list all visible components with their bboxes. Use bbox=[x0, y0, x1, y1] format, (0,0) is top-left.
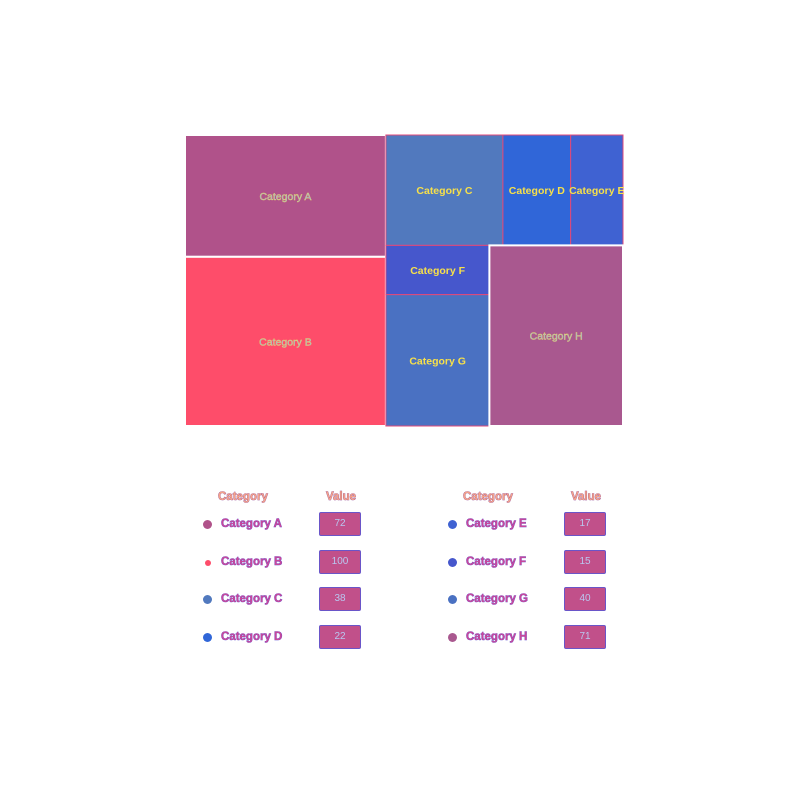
tile-label-category-h: Category H bbox=[530, 331, 583, 343]
tile-category-f bbox=[385, 244, 490, 296]
legend-table-left: Category Value Category A 72 Category B … bbox=[196, 485, 386, 659]
tile-label-category-b: Category B bbox=[259, 336, 312, 348]
legend-value-category-d: 22 bbox=[319, 624, 361, 649]
legend-header-category: Category bbox=[218, 491, 268, 504]
legend-value-category-e: 17 bbox=[564, 512, 606, 536]
legend-label-category-d: Category D bbox=[221, 630, 283, 643]
legend-value-category-f: 15 bbox=[564, 549, 606, 574]
legend-swatch-category-c bbox=[203, 595, 212, 604]
tile-label-category-c: Category C bbox=[416, 185, 472, 197]
legend-label-category-b: Category B bbox=[221, 555, 283, 568]
legend-value-category-h: 71 bbox=[564, 624, 606, 649]
legend-label-category-h: Category H bbox=[466, 630, 528, 643]
tile-label-category-e: Category E bbox=[569, 185, 624, 197]
legend-label-category-a: Category A bbox=[221, 518, 283, 531]
legend-label-category-c: Category C bbox=[221, 593, 283, 606]
legend-header-value: Value bbox=[326, 491, 357, 504]
legend-row: Category D 22 bbox=[196, 622, 386, 660]
legend-swatch-category-a bbox=[203, 520, 212, 529]
legend-row: Category A 72 bbox=[196, 509, 386, 547]
tile-category-b bbox=[184, 255, 387, 428]
legend-swatch-category-h bbox=[448, 632, 457, 642]
legend-value-category-c: 38 bbox=[319, 587, 361, 611]
legend-header: Category Value bbox=[196, 485, 386, 509]
legend-row: Category E 17 bbox=[441, 509, 631, 547]
legend-row: Category G 40 bbox=[441, 584, 631, 622]
legend-label-category-e: Category E bbox=[466, 518, 527, 531]
legend-swatch-category-b bbox=[205, 559, 211, 566]
legend-header-value: Value bbox=[571, 491, 602, 504]
tile-label-category-d: Category D bbox=[509, 185, 565, 197]
tile-category-d bbox=[502, 134, 572, 246]
legend-swatch-category-d bbox=[203, 632, 212, 642]
treemap-chart: Category A Category B Category C Category D… bbox=[184, 134, 625, 428]
tile-category-c bbox=[385, 134, 504, 246]
tile-category-g bbox=[385, 294, 490, 427]
legend-value-category-a: 72 bbox=[319, 512, 361, 536]
legend-header-category: Category bbox=[463, 491, 513, 504]
legend-value-category-b: 100 bbox=[319, 549, 361, 574]
tile-label-category-a: Category A bbox=[259, 191, 311, 203]
tile-category-h bbox=[488, 244, 624, 427]
legend-label-category-f: Category F bbox=[466, 555, 527, 568]
legend-table-right: Category Value Category E 17 Category F … bbox=[441, 485, 631, 659]
legend-header: Category Value bbox=[441, 485, 631, 509]
legend-swatch-category-g bbox=[448, 595, 457, 604]
tile-category-a bbox=[184, 134, 387, 258]
legend-swatch-category-f bbox=[448, 557, 457, 567]
legend-label-category-g: Category G bbox=[466, 593, 529, 606]
legend-row: Category F 15 bbox=[441, 547, 631, 585]
legend-swatch-category-e bbox=[448, 520, 457, 529]
legend-row: Category C 38 bbox=[196, 584, 386, 622]
tile-label-category-g: Category G bbox=[409, 355, 466, 367]
legend-row: Category B 100 bbox=[196, 547, 386, 585]
legend-row: Category H 71 bbox=[441, 622, 631, 660]
legend-value-category-g: 40 bbox=[564, 587, 606, 611]
tile-label-category-f: Category F bbox=[410, 265, 465, 277]
